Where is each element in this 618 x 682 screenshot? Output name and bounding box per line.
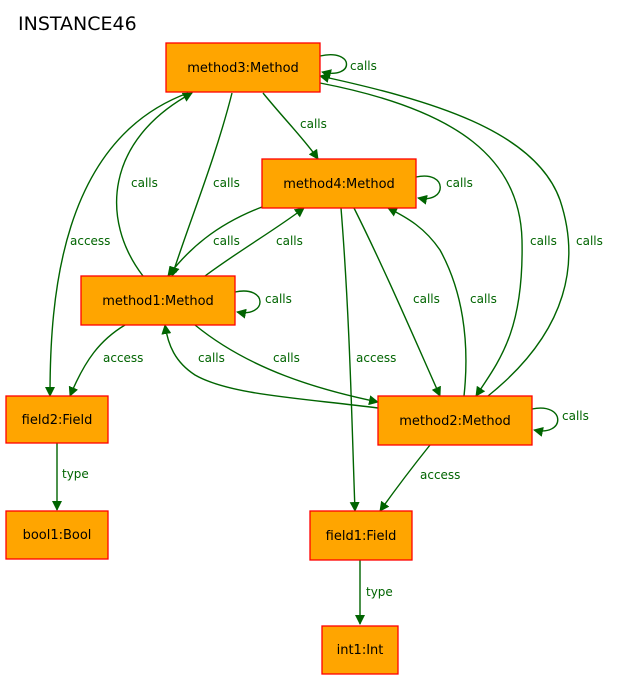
node-label: method1:Method	[102, 294, 214, 309]
nodes: method3:Method method4:Method method1:Me…	[5, 42, 533, 675]
edge-label: calls	[213, 234, 240, 248]
edge-label: calls	[350, 59, 377, 73]
diagram-title: INSTANCE46	[18, 13, 137, 35]
edge-label: calls	[198, 351, 225, 365]
edge-method3-field2: access	[45, 92, 189, 397]
edge-label: calls	[562, 409, 589, 423]
edge-method2-field1: access	[379, 444, 460, 512]
edge-method4-method1: calls	[167, 206, 263, 277]
node-method1[interactable]: method1:Method	[80, 275, 236, 326]
edge-method1-self: calls	[234, 290, 292, 319]
node-field1[interactable]: field1:Field	[309, 510, 413, 561]
edge-method1-field2: access	[68, 324, 143, 397]
edge-label: calls	[300, 117, 327, 131]
edge-label: calls	[273, 351, 300, 365]
edge-label: access	[356, 351, 396, 365]
node-label: method3:Method	[187, 61, 299, 76]
edge-method4-method2: calls	[353, 207, 441, 397]
node-method2[interactable]: method2:Method	[377, 395, 533, 446]
edge-label: access	[70, 234, 110, 248]
edge-label: calls	[213, 176, 240, 190]
node-method3[interactable]: method3:Method	[165, 42, 321, 93]
edges: calls calls calls access calls calls cal…	[45, 54, 603, 625]
node-int1[interactable]: int1:Int	[321, 625, 399, 675]
edge-field2-bool1: type	[52, 443, 89, 511]
edge-label: calls	[530, 234, 557, 248]
edge-method2-method1: calls	[161, 324, 379, 409]
edge-method2-method3: calls	[319, 73, 603, 397]
node-label: bool1:Bool	[23, 528, 92, 543]
node-bool1[interactable]: bool1:Bool	[5, 510, 109, 560]
edge-label: calls	[265, 292, 292, 306]
node-label: int1:Int	[337, 643, 384, 658]
edge-method2-method4: calls	[387, 207, 497, 397]
edge-label: calls	[576, 234, 603, 248]
edge-method4-field1: access	[340, 207, 396, 512]
edge-label: calls	[131, 176, 158, 190]
node-field2[interactable]: field2:Field	[5, 395, 109, 444]
edge-label: calls	[470, 292, 497, 306]
edge-method3-method2: calls	[319, 82, 557, 397]
edge-label: type	[366, 585, 393, 599]
edge-method4-self: calls	[415, 175, 473, 205]
edge-field1-int1: type	[355, 560, 393, 625]
node-method4[interactable]: method4:Method	[261, 158, 417, 209]
edge-label: type	[62, 467, 89, 481]
edge-label: calls	[446, 176, 473, 190]
node-label: method2:Method	[399, 414, 511, 429]
node-label: method4:Method	[283, 177, 395, 192]
node-label: field2:Field	[22, 413, 93, 428]
edge-method1-method3: calls	[115, 92, 193, 277]
edge-label: calls	[413, 292, 440, 306]
edge-method3-method4: calls	[262, 92, 327, 160]
edge-method3-method1: calls	[169, 92, 240, 277]
node-label: field1:Field	[326, 529, 397, 544]
edge-label: access	[420, 468, 460, 482]
edge-label: calls	[276, 234, 303, 248]
edge-method1-method4: calls	[204, 207, 305, 277]
edge-label: access	[103, 351, 143, 365]
edge-method1-method2: calls	[194, 324, 379, 406]
edge-method3-self: calls	[319, 54, 377, 79]
edge-method2-self: calls	[531, 407, 589, 437]
